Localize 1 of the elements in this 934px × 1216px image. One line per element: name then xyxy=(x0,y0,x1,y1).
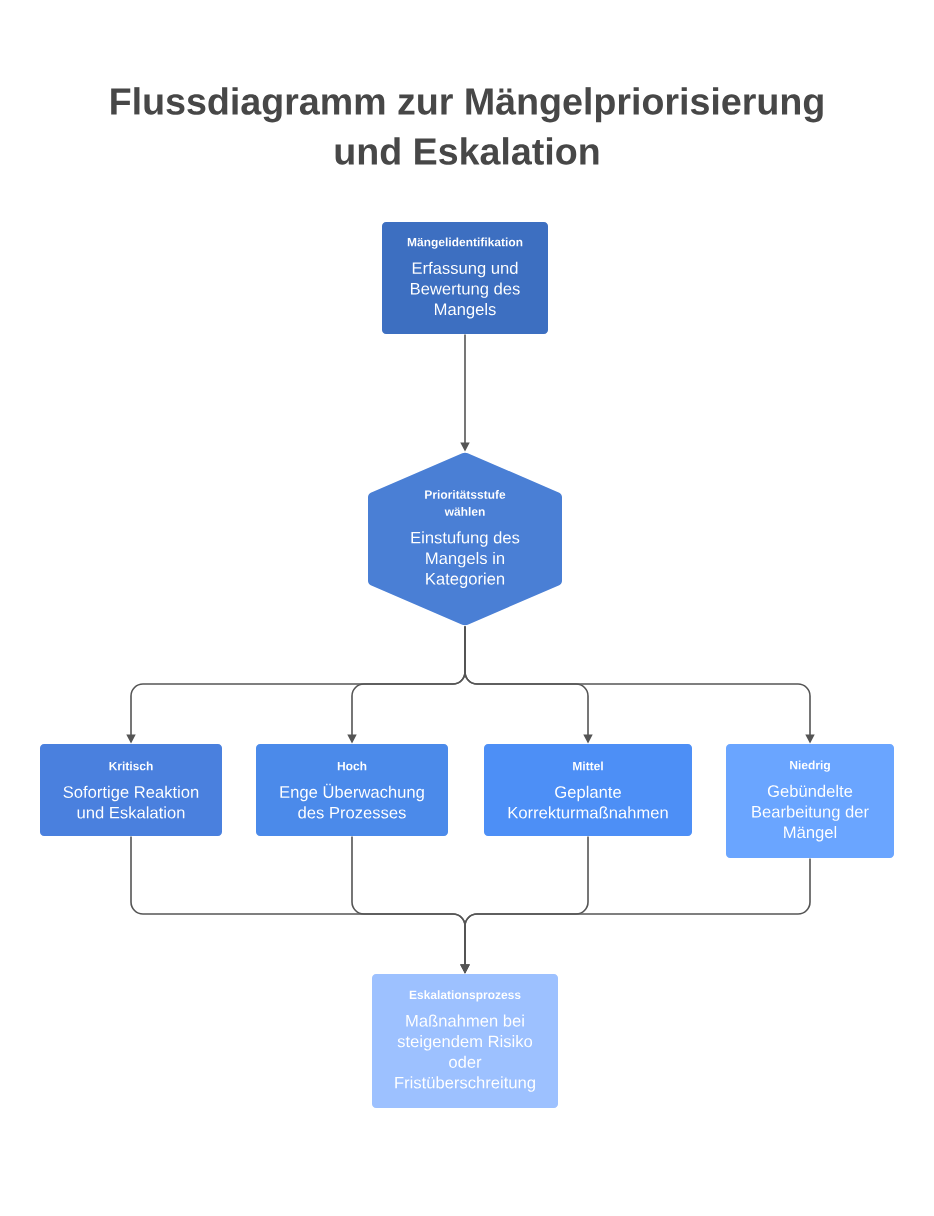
title: Flussdiagramm zur Mängelpriorisierung und Eskalation xyxy=(111,87,823,165)
